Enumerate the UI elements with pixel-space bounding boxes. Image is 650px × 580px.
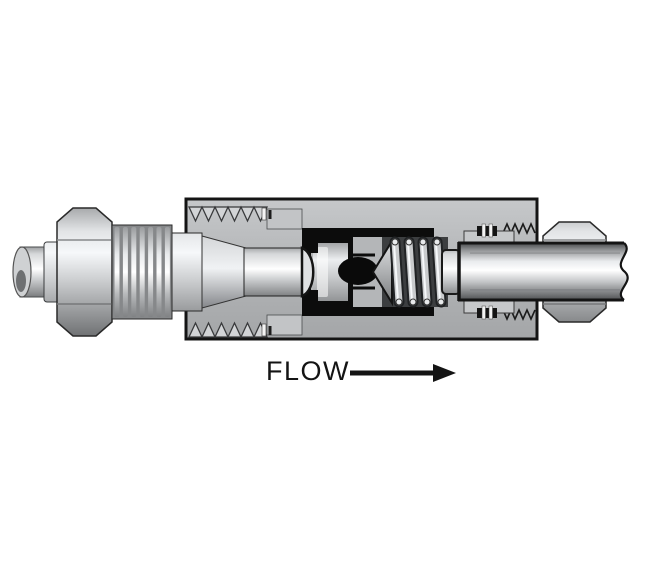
poppet-corner-top <box>311 237 318 253</box>
connector-nose <box>243 247 303 297</box>
o-ring-seal <box>338 257 378 285</box>
left-port-mouth-top <box>266 208 303 230</box>
left-thread-zigzag-top <box>187 205 269 223</box>
left-thread-runout-top-dark <box>268 210 272 219</box>
nose-tip-cap <box>300 246 315 298</box>
left-thread-runout-top <box>261 207 267 221</box>
left-thread-runout-bottom <box>261 323 267 337</box>
left-hex-nut <box>56 207 113 337</box>
ferrule-top-tick-1 <box>481 223 486 238</box>
ferrule-top-tick-2 <box>488 223 493 238</box>
left-inlet-assembly <box>12 207 173 337</box>
left-port-mouth-bottom <box>266 314 303 336</box>
poppet-corner-bottom <box>311 290 318 307</box>
left-thread-zigzag-bottom <box>187 321 269 339</box>
flow-arrow-head <box>433 364 456 382</box>
body-right-thread <box>502 222 536 321</box>
ferrule-bottom <box>477 308 497 318</box>
poppet-lip-top <box>311 237 353 243</box>
poppet-lip-bottom <box>311 300 353 307</box>
connector-shoulder-cone <box>201 235 247 309</box>
outlet-tube <box>458 243 632 300</box>
male-thread-section <box>111 224 173 320</box>
left-thread-runout-bottom-dark <box>268 326 272 335</box>
ferrule-top <box>477 226 497 236</box>
spring-assembly <box>371 236 461 308</box>
cavity-wall-bottom <box>302 307 434 316</box>
right-thread-zigzag-top <box>502 222 536 235</box>
connector-collar <box>171 232 203 312</box>
poppet-highlight <box>317 247 328 297</box>
ferrule-bottom-tick-2 <box>488 305 493 320</box>
outlet-tube-break-mask <box>620 243 650 300</box>
outlet-tube-break-line <box>619 242 629 301</box>
cavity-wall-top <box>302 228 434 237</box>
body-left-thread <box>187 205 303 339</box>
spring-coils <box>389 236 447 308</box>
left-connector-internals <box>171 232 315 312</box>
right-outlet-assembly <box>457 221 650 323</box>
flow-label: FLOW <box>266 356 350 386</box>
flow-annotation: FLOW <box>266 356 456 386</box>
right-thread-zigzag-bottom <box>502 308 536 321</box>
inlet-tube-bore <box>16 270 26 292</box>
ferrule-bottom-tick-1 <box>481 305 486 320</box>
